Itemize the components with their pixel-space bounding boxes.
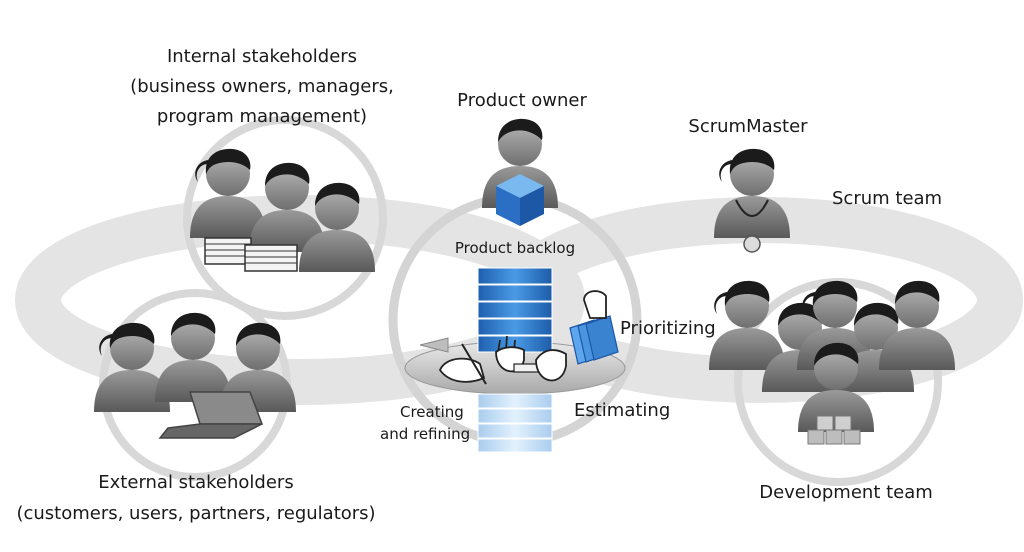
development-team-figures: [709, 280, 955, 445]
documents-icon: [204, 237, 298, 272]
internal-stakeholders-title: Internal stakeholders: [166, 46, 358, 67]
external-stakeholders-figures: [94, 312, 296, 439]
internal-stakeholders-figures: [190, 148, 375, 272]
scrum-team-label: Scrum team: [832, 188, 943, 209]
creating-hand-icon: [438, 343, 487, 385]
external-stakeholders-subtitle: (customers, users, partners, regulators): [16, 503, 376, 524]
scrummaster-label: ScrumMaster: [688, 116, 808, 137]
development-team-label: Development team: [759, 482, 933, 503]
product-owner-label: Product owner: [457, 90, 587, 111]
blocks-icon: [807, 415, 861, 445]
product-owner-figure: [482, 118, 558, 226]
whistle-icon: [743, 235, 761, 253]
refining-label: and refining: [380, 425, 471, 443]
external-stakeholders-title: External stakeholders: [98, 472, 294, 493]
laptop-icon: [158, 391, 264, 439]
internal-stakeholders-subtitle-1: (business owners, managers,: [130, 76, 394, 97]
creating-label: Creating: [400, 403, 464, 421]
product-backlog-label: Product backlog: [454, 239, 576, 257]
prioritizing-label: Prioritizing: [620, 318, 716, 339]
prioritizing-cards-icon: [569, 290, 619, 365]
estimating-hands-icon: [495, 335, 567, 382]
scrummaster-figure: [714, 148, 790, 253]
estimating-label: Estimating: [574, 400, 671, 421]
internal-stakeholders-subtitle-2: program management): [156, 106, 368, 127]
backlog-cube-icon: [496, 174, 544, 226]
